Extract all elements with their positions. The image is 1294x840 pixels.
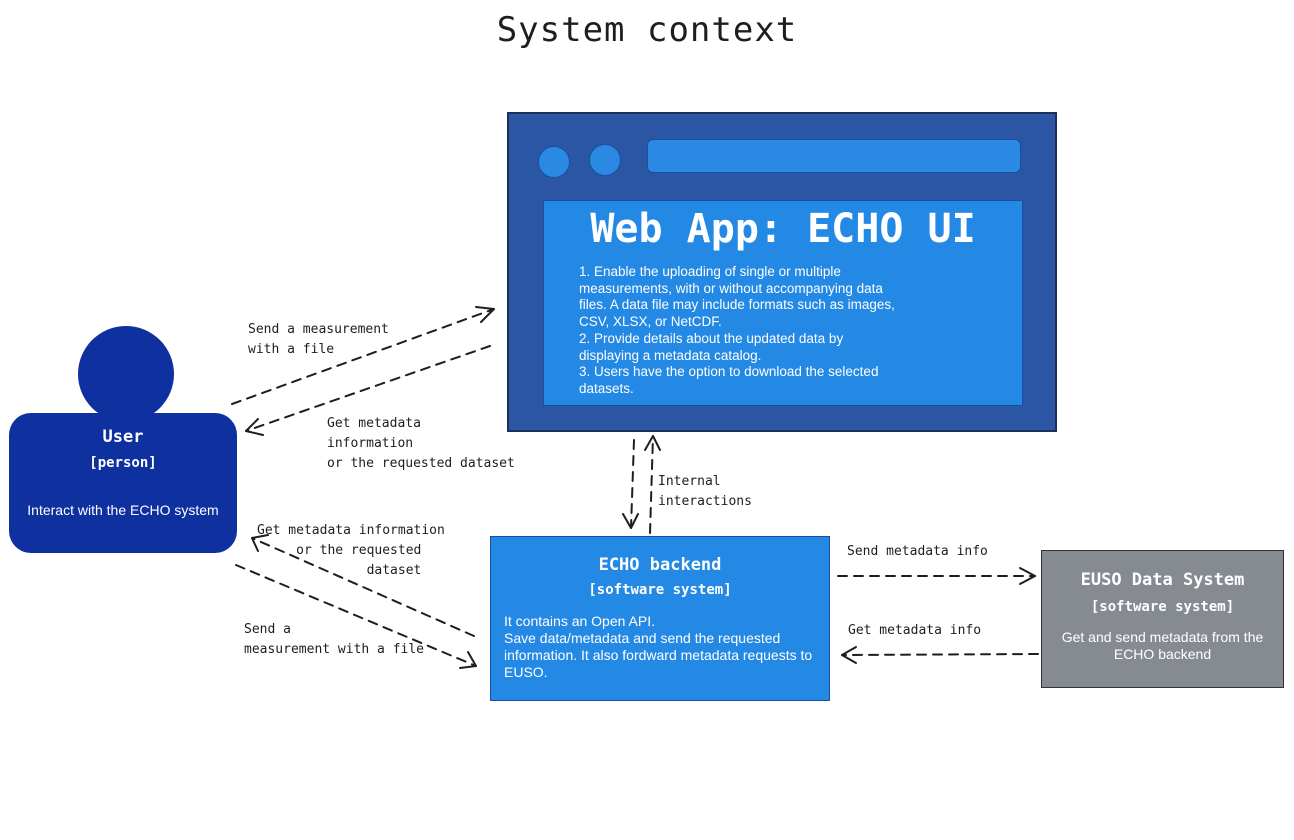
window-dot-icon — [538, 146, 570, 178]
arrow-backend-to-webapp — [649, 435, 654, 534]
backend-description: It contains an Open API. Save data/metad… — [504, 613, 813, 680]
backend-name: ECHO backend — [598, 555, 722, 575]
user-head-icon — [78, 326, 174, 422]
backend-box — [490, 536, 830, 701]
window-dot-icon — [589, 144, 621, 176]
user-type: [person] — [89, 455, 157, 471]
euso-box — [1041, 550, 1284, 688]
arrow-user-to-webapp — [231, 308, 495, 405]
euso-type: [software system] — [1090, 599, 1235, 615]
arrow-user-to-backend — [235, 564, 477, 667]
arrow-backend-to-user — [251, 537, 475, 637]
webapp-description: 1. Enable the uploading of single or mul… — [579, 264, 895, 396]
diagram-title: System context — [496, 10, 798, 50]
arrow-euso-to-backend — [841, 653, 1039, 656]
arrowhead-backend-left — [459, 651, 477, 669]
euso-description: Get and send metadata from the ECHO back… — [1061, 629, 1264, 662]
arrowhead-backend-right — [841, 646, 857, 664]
label-user-to-backend: Send a measurement with a file — [244, 622, 425, 657]
euso-name: EUSO Data System — [1080, 570, 1245, 590]
arrow-webapp-to-user — [245, 345, 491, 432]
label-backend-to-euso: Send metadata info — [847, 544, 988, 559]
user-description: Interact with the ECHO system — [27, 502, 219, 518]
address-bar — [647, 139, 1021, 173]
arrowhead-webapp — [475, 306, 495, 323]
webapp-title: Web App: ECHO UI — [590, 206, 976, 252]
backend-type: [software system] — [588, 582, 732, 598]
arrowhead-user-top — [245, 418, 264, 436]
label-webapp-to-user: Get metadata information or the requeste… — [327, 416, 515, 471]
label-euso-to-backend: Get metadata info — [848, 623, 982, 638]
arrow-webapp-to-backend — [630, 439, 635, 529]
arrowhead-user-bottom — [251, 534, 269, 552]
webapp-content-panel — [543, 200, 1023, 406]
label-backend-to-user: Get metadata information or the requeste… — [257, 523, 445, 578]
arrowhead-euso — [1019, 567, 1036, 585]
arrowhead-backend-top — [622, 513, 639, 529]
label-user-to-webapp: Send a measurement with a file — [248, 322, 389, 357]
arrowhead-webapp-bottom — [644, 435, 661, 451]
user-name: User — [102, 427, 144, 447]
label-internal-interactions: Internal interactions — [658, 474, 752, 509]
user-person-box — [9, 413, 237, 553]
